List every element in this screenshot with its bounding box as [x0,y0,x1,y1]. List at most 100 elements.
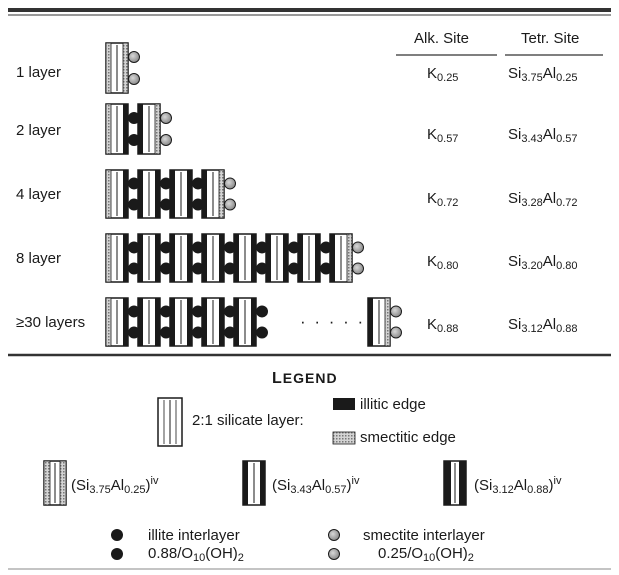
illite-cation [320,262,332,275]
silicate-layer [137,233,161,283]
column-header-alk: Alk. Site [414,30,470,47]
legend-layer-edge [444,461,451,505]
legend-smectitic-edge-label: smectitic edge [360,429,456,446]
layer-left-edge [138,298,143,346]
illite-cation [256,241,268,254]
smectite-cation [224,177,236,190]
legend-shapes [43,397,467,560]
legend-composition-1: (Si3.75Al0.25)iv [71,475,159,496]
layer-left-edge [138,234,143,282]
illite-cation [128,326,140,339]
layer-left-edge [105,42,112,94]
alk-value-4: K0.72 [427,190,459,209]
legend-illite-charge: 0.88/O10(OH)2 [148,545,244,564]
silicate-layer [201,233,225,283]
layer-right-edge [155,298,160,346]
illite-cation [224,305,236,318]
stack-4layer [105,169,236,219]
smectite-cation [128,51,140,63]
silicate-layer [297,233,321,283]
illite-cation [256,305,268,318]
silicate-layer [105,103,129,155]
legend-layer-edge [59,460,67,506]
legend-smectitic-edge-swatch [332,431,356,445]
illite-cation [160,177,172,190]
illite-cation [288,241,300,254]
illite-cation [160,262,172,275]
tetr-value-4: Si3.28Al0.72 [508,190,578,209]
layer-right-edge [187,298,192,346]
silicate-layer [169,297,193,347]
legend-composition-1-icon [43,460,67,506]
legend-layer-edge [243,461,248,505]
silicate-layer [201,297,225,347]
layer-left-edge [138,170,143,218]
legend-illite-interlayer-icon [111,529,123,541]
layer-left-edge [170,170,175,218]
layer-right-edge [155,234,160,282]
legend-smectite-charge-icon [328,548,340,560]
layer-left-edge [138,104,143,154]
illite-cation [256,262,268,275]
illite-cation [160,198,172,211]
smectite-cation [160,134,172,146]
illite-cation [288,262,300,275]
silicate-layer [169,233,193,283]
legend-composition-3-icon [443,460,467,506]
layer-left-edge [266,234,271,282]
row-label-8: 8 layer [16,250,62,267]
legend-illitic-edge-swatch [333,398,355,410]
row-label-4: 4 layer [16,186,62,203]
layer-right-edge [346,233,353,283]
illite-cation [128,177,140,190]
tetr-value-30: Si3.12Al0.88 [508,316,578,335]
legend-composition-3: (Si3.12Al0.88)iv [474,475,562,496]
table-rules [8,8,611,570]
layer-right-edge [283,234,288,282]
row-label-30: ≥30 layers [16,314,86,331]
legend-title: LEGEND [272,370,338,387]
layer-right-edge [123,104,128,154]
legend-silicate-label: 2:1 silicate layer: [192,412,304,429]
illite-cation [128,198,140,211]
layer-right-edge [187,170,192,218]
silicate-layer [233,233,257,283]
silicate-layer [169,169,193,219]
alk-value-2: K0.57 [427,126,459,145]
illite-cation [128,241,140,254]
layer-right-edge [219,298,224,346]
layer-left-edge [298,234,303,282]
layer-right-edge [384,297,391,347]
layer-left-edge [202,234,207,282]
layer-right-edge [123,234,128,282]
silicate-layer [201,169,225,219]
layer-right-edge [122,42,129,94]
ellipsis: · · · · · [300,312,366,331]
layer-left-edge [202,170,207,218]
silicate-layer [265,233,289,283]
smectite-cation [390,326,402,339]
row-label-1: 1 layer [16,64,62,81]
layer-right-edge [218,169,225,219]
legend-layer-edge [43,460,51,506]
alk-value-8: K0.80 [427,253,459,272]
silicate-layer [105,233,129,283]
silicate-layer [329,233,353,283]
layer-right-edge [219,234,224,282]
alk-value-30: K0.88 [427,316,459,335]
legend-layer-edge [459,461,466,505]
stack-30layers [105,297,402,347]
illite-cation [224,262,236,275]
layer-left-edge [105,297,112,347]
illite-cation [128,262,140,275]
legend-layer-edge [260,461,265,505]
silicate-layer [367,297,391,347]
illite-cation [128,305,140,318]
legend-composition-2-icon [242,460,266,506]
illite-cation [128,134,140,146]
layer-stacks [105,42,402,347]
layer-right-edge [154,103,161,155]
legend-smectite-charge: 0.25/O10(OH)2 [378,545,474,564]
layer-left-edge [170,298,175,346]
